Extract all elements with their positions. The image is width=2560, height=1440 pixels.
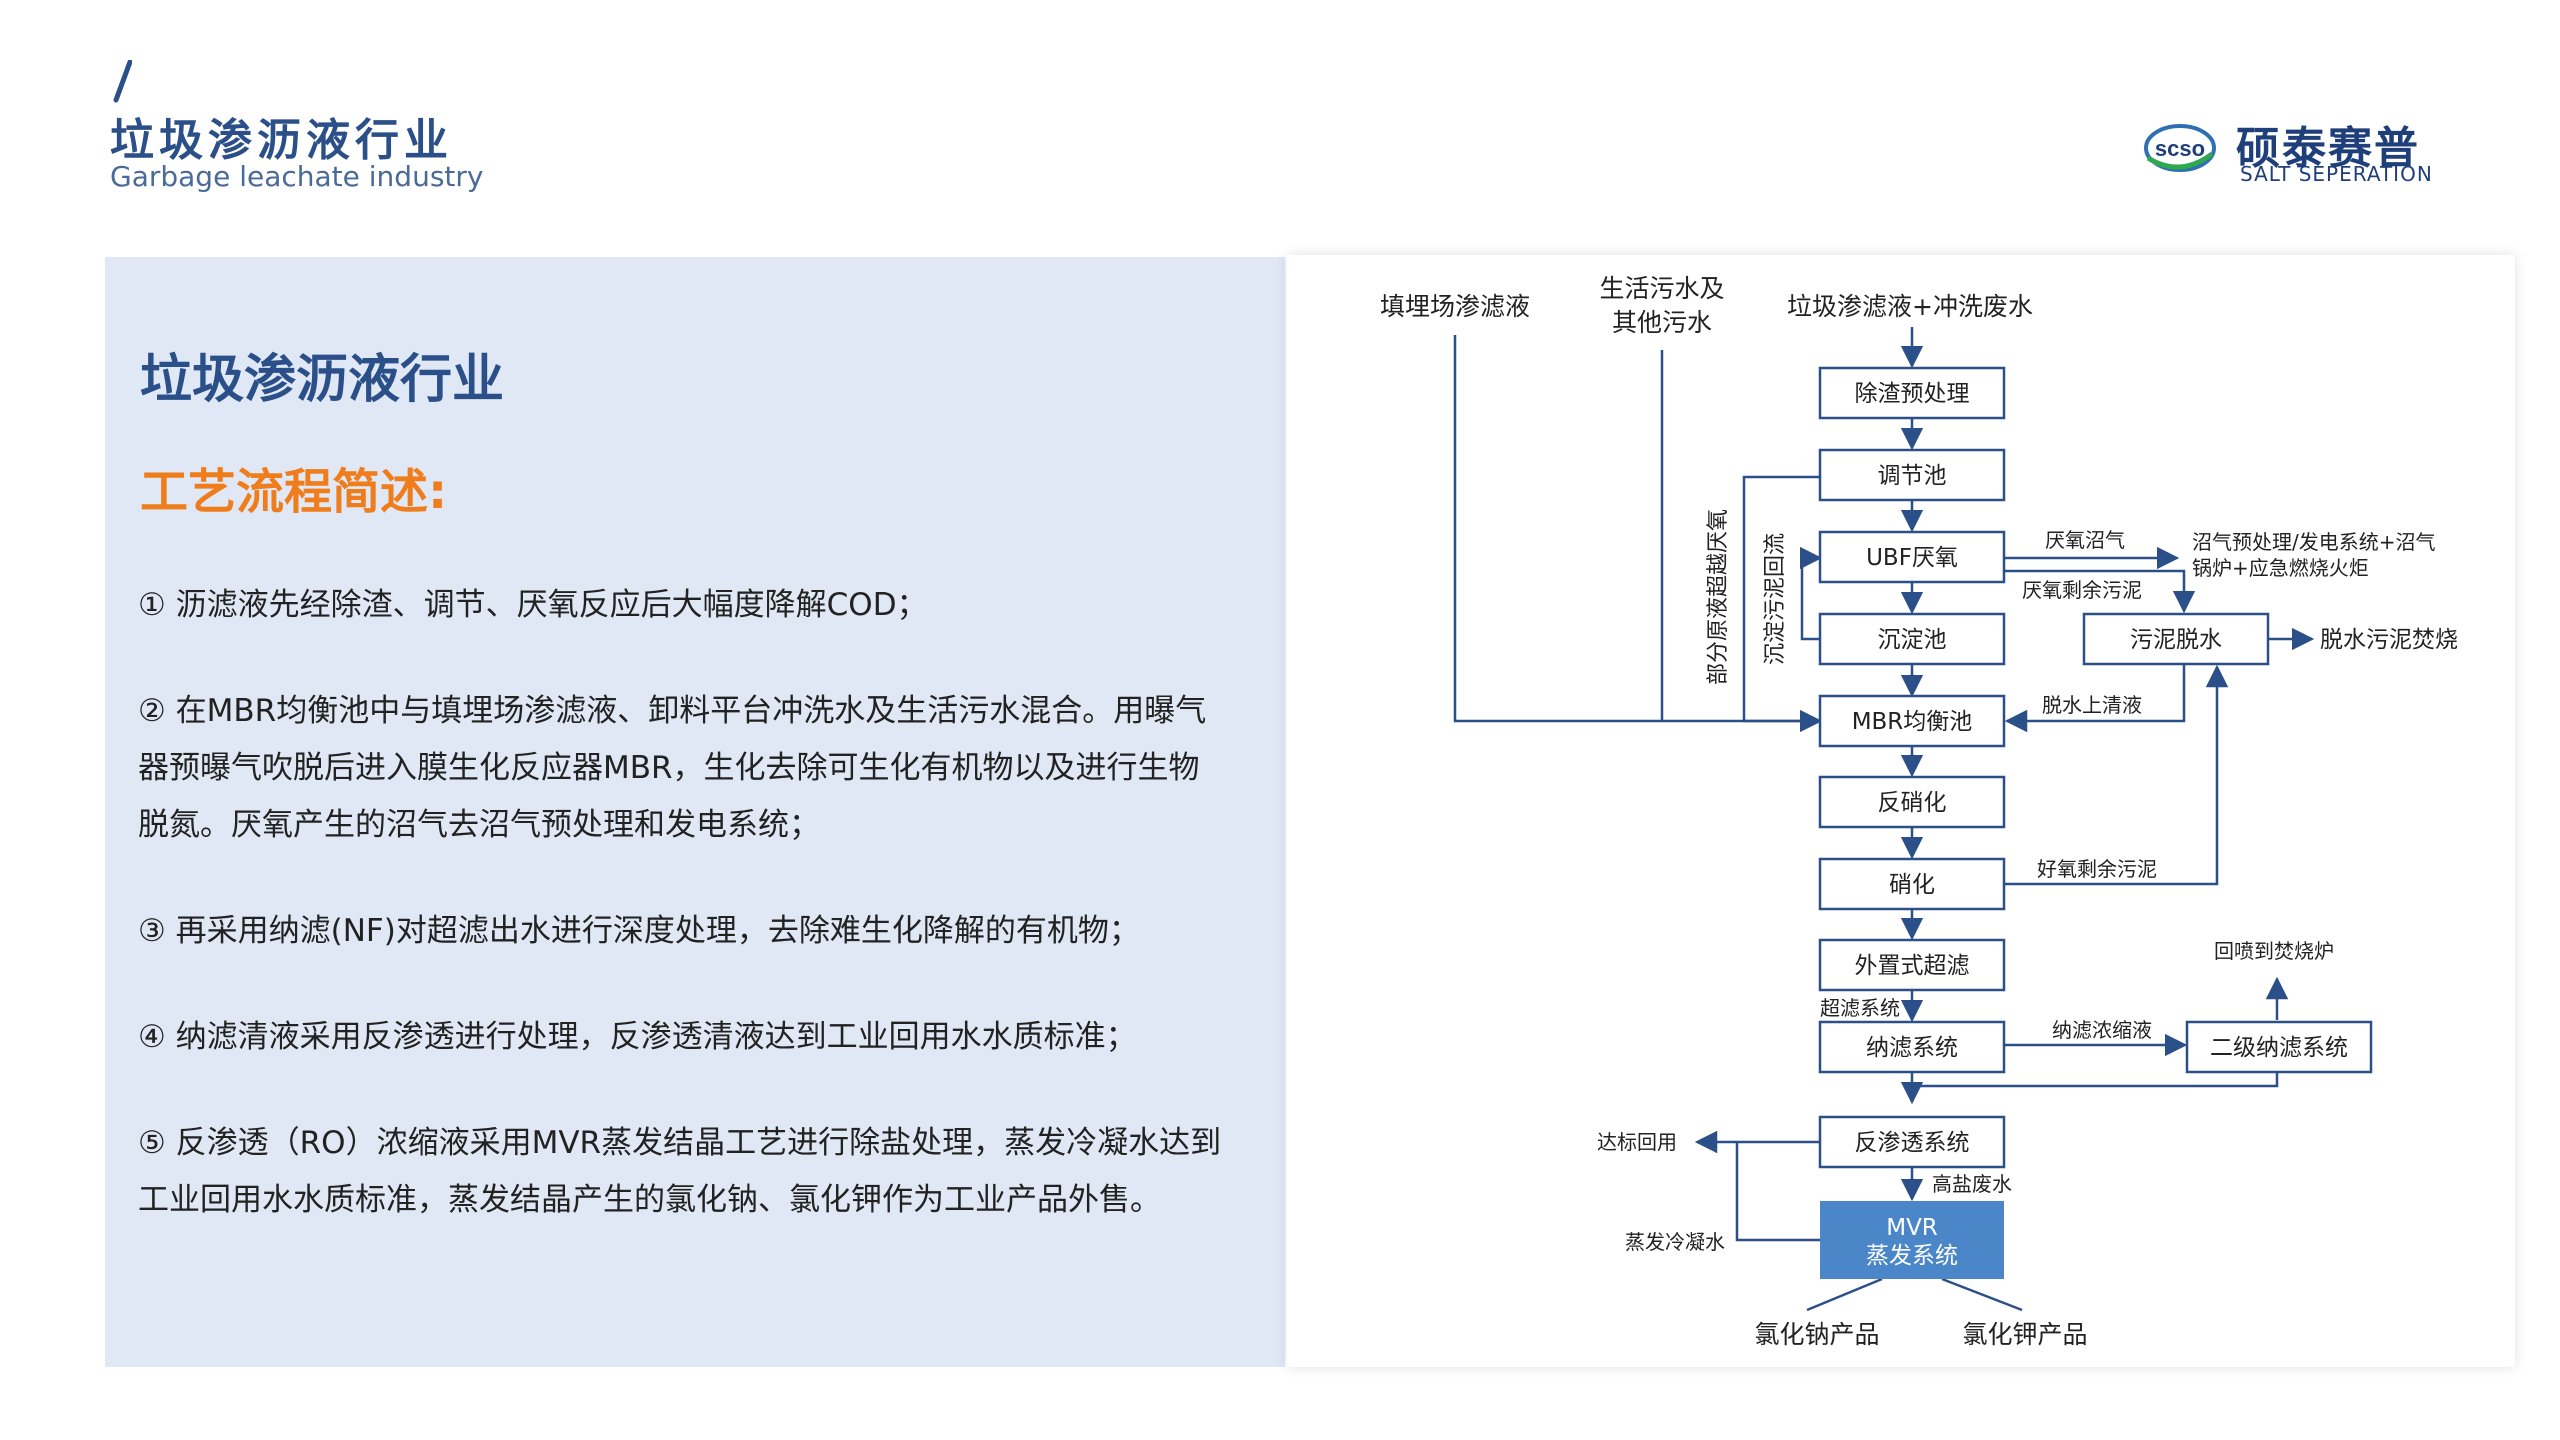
flow-diagram: 填埋场渗滤液 生活污水及 其他污水 垃圾渗滤液+冲洗废水 除渣预处理 调节池 U… [1380,274,2458,1349]
label-nf-concentrate: 纳滤浓缩液 [2052,1018,2152,1042]
label-dewater-supernatant: 脱水上清液 [2042,693,2142,717]
panel-title: 垃圾渗沥液行业 [140,350,505,410]
source-domestic-line1: 生活污水及 [1599,274,1724,303]
company-logo: scso 硕泰赛普 SALT SEPERATION [2140,110,2460,190]
description-panel: 垃圾渗沥液行业 工艺流程简述: ① 沥滤液先经除渣、调节、厌氧反应后大幅度降解C… [105,257,1285,1367]
process-step-4: ④ 纳滤清液采用反渗透进行处理，反渗透清液达到工业回用水水质标准； [138,1019,1137,1055]
process-step-3: ③ 再采用纳滤(NF)对超滤出水进行深度处理，去除难生化降解的有机物； [138,913,1140,949]
logo-en-name: SALT SEPERATION [2240,162,2433,186]
label-biogas-dest-line2: 锅炉+应急燃烧火炬 [2192,556,2369,580]
logo-badge-text: scso [2155,136,2205,161]
box-nf: 纳滤系统 [1866,1035,1958,1061]
panel-subtitle: 工艺流程简述: [140,464,448,520]
process-step-5: ⑤ 反渗透（RO）浓缩液采用MVR蒸发结晶工艺进行除盐处理，蒸发冷凝水达到工业回… [138,1125,1222,1218]
label-dewater-dest: 脱水污泥焚烧 [2320,627,2458,653]
source-landfill: 填埋场渗滤液 [1380,292,1530,321]
label-kcl: 氯化钾产品 [1962,1320,2087,1349]
label-reuse: 达标回用 [1597,1130,1677,1154]
header-title: 垃圾渗沥液行业 [110,115,453,166]
box-ubf: UBF厌氧 [1866,545,1958,571]
box-uf: 外置式超滤 [1855,953,1970,979]
label-biogas: 厌氧沼气 [2045,528,2125,552]
process-step-1: ① 沥滤液先经除渣、调节、厌氧反应后大幅度降解COD； [138,587,928,623]
source-leachate: 垃圾渗滤液+冲洗废水 [1787,292,2033,321]
box-sediment: 沉淀池 [1878,627,1947,653]
label-anaerobic-sludge: 厌氧剩余污泥 [2022,578,2142,602]
flow-connectors [1453,327,2315,1312]
label-bypass: 部分原液超越厌氧 [1706,509,1731,685]
box-mbr: MBR均衡池 [1852,709,1973,735]
label-biogas-dest-line1: 沼气预处理/发电系统+沼气 [2192,530,2436,554]
label-condensate: 蒸发冷凝水 [1625,1230,1725,1254]
box-nitrify: 硝化 [1889,872,1935,898]
header-subtitle: Garbage leachate industry [110,160,484,193]
source-domestic-line2: 其他污水 [1612,308,1712,337]
box-mvr-line1: MVR [1886,1215,1938,1241]
mvr-box-shape [1820,1201,2004,1279]
flow-diagram-panel: 填埋场渗滤液 生活污水及 其他污水 垃圾渗滤液+冲洗废水 除渣预处理 调节池 U… [1287,255,2515,1367]
label-high-salt: 高盐废水 [1932,1172,2012,1196]
box-denitrify: 反硝化 [1878,790,1947,816]
box-adjust: 调节池 [1878,463,1947,489]
logo-cn-name: 硕泰赛普 [2236,123,2420,174]
label-uf-system: 超滤系统 [1820,996,1900,1020]
box-ro: 反渗透系统 [1855,1130,1970,1156]
label-aerobic-sludge: 好氧剩余污泥 [2037,857,2157,881]
flow-box-shapes [1818,366,2373,1169]
label-sludge-return: 沉淀污泥回流 [1763,533,1788,665]
box-dewater: 污泥脱水 [2130,627,2222,653]
slash-mark-icon [113,60,132,103]
box-mvr-line2: 蒸发系统 [1866,1243,1958,1269]
process-steps: ① 沥滤液先经除渣、调节、厌氧反应后大幅度降解COD； ② 在MBR均衡池中与填… [138,577,1228,1278]
logo-badge-icon: scso [2144,124,2216,172]
label-incinerator: 回喷到焚烧炉 [2214,939,2334,963]
box-slag: 除渣预处理 [1855,381,1970,407]
label-nacl: 氯化钠产品 [1754,1320,1879,1349]
box-nf2: 二级纳滤系统 [2210,1035,2348,1061]
process-step-2: ② 在MBR均衡池中与填埋场渗滤液、卸料平台冲洗水及生活污水混合。用曝气器预曝气… [138,693,1207,843]
